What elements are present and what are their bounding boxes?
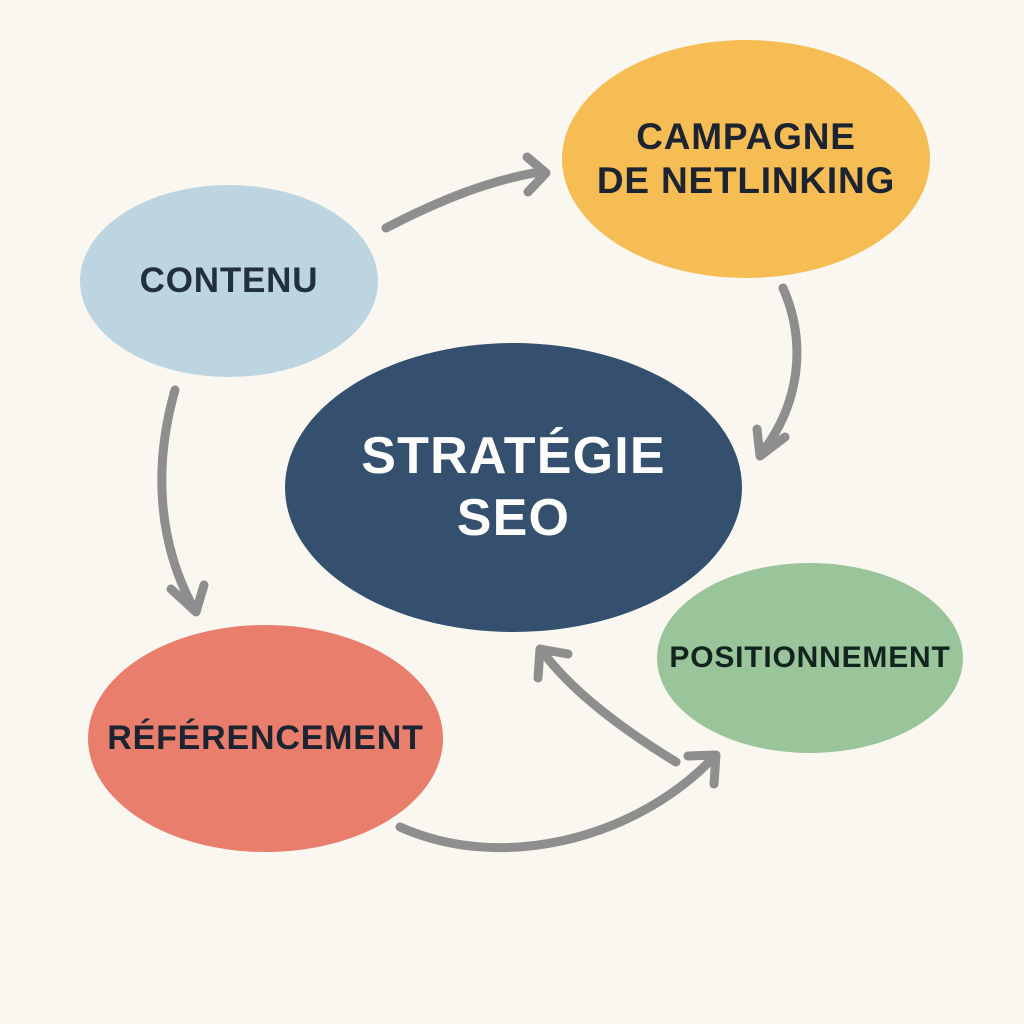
node-strategie-seo-label: STRATÉGIE SEO (361, 427, 666, 547)
node-referencement-label: RÉFÉRENCEMENT (107, 719, 424, 758)
node-strategie-seo[interactable]: STRATÉGIE SEO (285, 343, 742, 632)
node-referencement[interactable]: RÉFÉRENCEMENT (88, 625, 443, 852)
node-campagne-de-netlinking-label: CAMPAGNE DE NETLINKING (596, 116, 896, 201)
node-contenu[interactable]: CONTENU (80, 185, 378, 377)
node-positionnement-label: POSITIONNEMENT (669, 641, 951, 675)
node-contenu-label: CONTENU (139, 261, 319, 301)
node-campagne-de-netlinking[interactable]: CAMPAGNE DE NETLINKING (562, 40, 930, 278)
node-positionnement[interactable]: POSITIONNEMENT (657, 563, 963, 753)
